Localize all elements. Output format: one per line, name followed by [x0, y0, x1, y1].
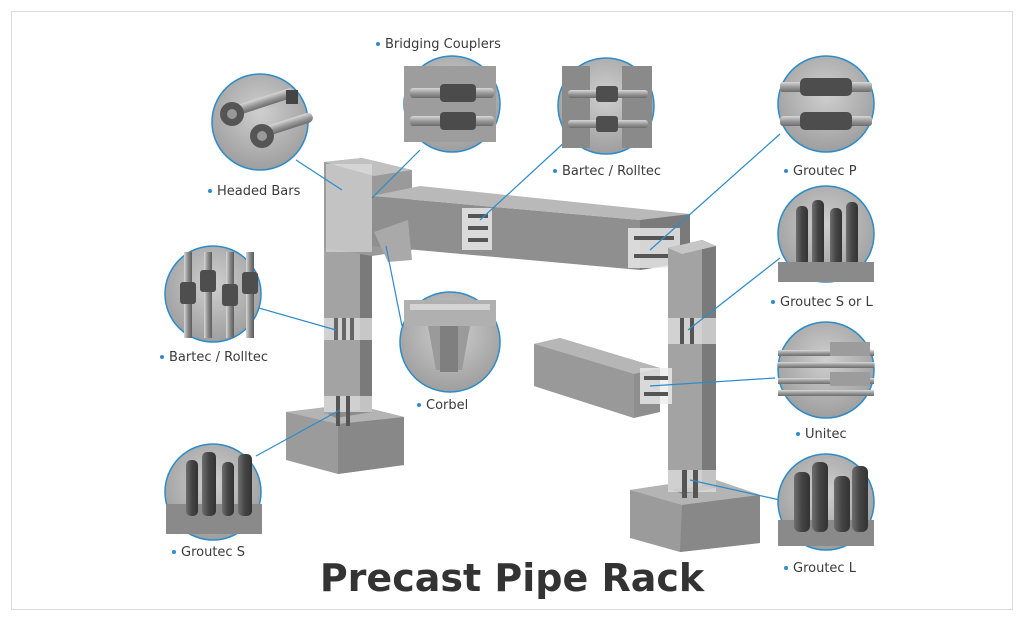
detail-groutec-s-or-l	[777, 185, 875, 283]
right-column	[668, 240, 716, 498]
detail-groutec-l	[777, 453, 875, 551]
detail-bartec-top	[557, 57, 655, 155]
precast-structure	[286, 158, 760, 552]
label-bartec-rolltec-top: Bartec / Rolltec	[553, 164, 661, 179]
top-beam	[372, 186, 690, 270]
label-headed-bars: Headed Bars	[208, 184, 300, 199]
side-beam	[534, 338, 672, 418]
right-footing	[630, 478, 760, 552]
label-groutec-s-or-l: Groutec S or L	[771, 295, 873, 310]
label-bartec-rolltec-left: Bartec / Rolltec	[160, 350, 268, 365]
label-corbel: Corbel	[417, 398, 468, 413]
label-bridging-couplers: Bridging Couplers	[376, 37, 501, 52]
label-groutec-p: Groutec P	[784, 164, 857, 179]
detail-bartec-left	[164, 245, 262, 343]
detail-corbel	[399, 291, 501, 393]
detail-headed-bars	[211, 73, 313, 171]
diagram-title: Precast Pipe Rack	[319, 556, 705, 600]
label-groutec-s: Groutec S	[172, 545, 245, 560]
detail-groutec-s	[164, 443, 262, 541]
detail-groutec-p	[777, 55, 875, 153]
detail-bridging-couplers	[403, 55, 501, 153]
detail-unitec	[777, 321, 875, 419]
label-unitec: Unitec	[796, 427, 847, 442]
label-groutec-l: Groutec L	[784, 561, 856, 576]
leader-lines	[251, 133, 781, 501]
